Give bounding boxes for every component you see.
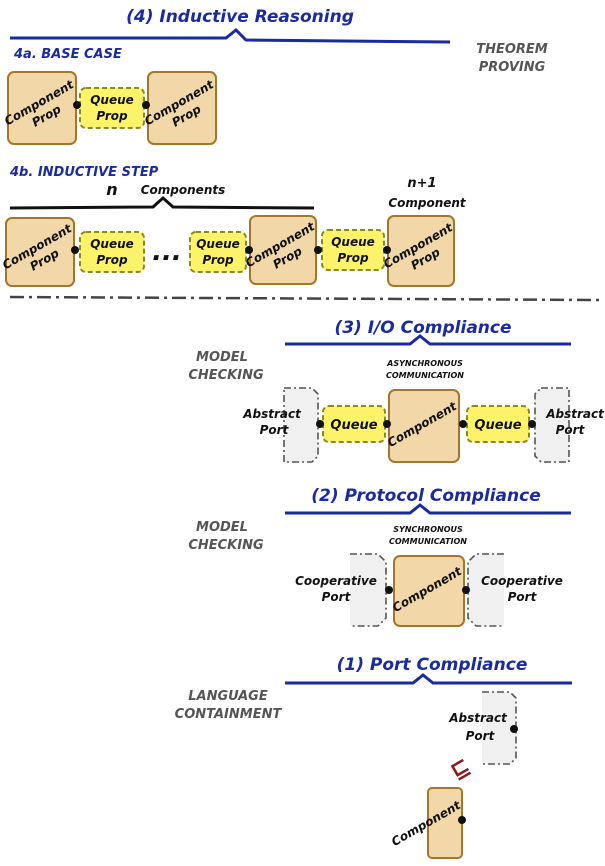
protocol-method-line1: MODEL [196, 520, 248, 535]
step-queue-2-label: Queue [196, 237, 240, 251]
base-component-1: Component Prop [2, 71, 77, 145]
step-connector-dot [71, 246, 79, 254]
io-port-right-label: Abstract [545, 407, 605, 421]
io-queue-right: Queue [466, 405, 530, 443]
step-queue-1-label: Queue [90, 237, 134, 251]
protocol-comm-line2: COMMUNICATION [389, 537, 467, 546]
step-queue-2-prop: Prop [202, 253, 234, 267]
io-port-right-port: Port [556, 423, 586, 437]
protocol-cooperative-port-left: Cooperative Port [295, 553, 387, 627]
io-connector-dot [459, 420, 467, 428]
io-port-left-label: Abstract [242, 407, 302, 421]
theorem-proving-line2: PROVING [479, 60, 546, 75]
step-ellipsis: ... [152, 237, 182, 267]
port-abstract-label: Abstract [448, 711, 508, 725]
step-component-1: Component Prop [0, 217, 75, 287]
base-connector-dot [142, 101, 150, 109]
protocol-port-right-port: Port [508, 590, 538, 604]
theorem-proving-line1: THEOREM [476, 42, 548, 57]
base-queue-prop: Prop [96, 109, 128, 123]
port-method-line1: LANGUAGE [188, 689, 268, 704]
io-connector-dot [383, 420, 391, 428]
io-connector-dot [528, 420, 536, 428]
protocol-component: Component [390, 555, 465, 627]
base-queue-label: Queue [90, 93, 134, 107]
inductive-title: (4) Inductive Reasoning [126, 7, 354, 27]
inductive-reasoning-section: (4) Inductive Reasoning THEOREM PROVING … [0, 7, 548, 287]
step-queue-1: Queue Prop [79, 231, 145, 273]
step-queue-2: Queue Prop [189, 231, 247, 273]
io-queue-left-label: Queue [330, 418, 377, 433]
port-method-line2: CONTAINMENT [175, 707, 283, 722]
io-brace [285, 334, 571, 346]
svg-text:⊑: ⊑ [447, 754, 475, 785]
protocol-port-left-port: Port [322, 590, 352, 604]
step-queue-3-prop: Prop [337, 251, 369, 265]
step-connector-dot [383, 246, 391, 254]
step-component-2: Component Prop [243, 215, 318, 285]
port-connector-dot [510, 725, 518, 733]
step-component-n1: Component Prop [381, 215, 456, 287]
refinement-relation-icon: ⊑ [447, 754, 475, 785]
n-components-label: Components [141, 183, 226, 197]
io-queue-right-label: Queue [474, 418, 521, 433]
protocol-brace [285, 503, 571, 515]
protocol-title: (2) Protocol Compliance [311, 486, 540, 506]
io-compliance-section: (3) I/O Compliance MODEL CHECKING ASYNCH… [188, 318, 605, 463]
protocol-connector-dot [462, 586, 470, 594]
protocol-comm-line1: SYNCHRONOUS [393, 525, 463, 534]
io-port-left-port: Port [260, 423, 290, 437]
io-comm-line1: ASYNCHRONOUS [386, 359, 463, 368]
step-connector-dot [245, 246, 253, 254]
port-component-dot [458, 816, 466, 824]
base-component-2: Component Prop [142, 71, 217, 145]
io-method-line1: MODEL [196, 350, 248, 365]
port-compliance-section: (1) Port Compliance LANGUAGE CONTAINMENT… [175, 655, 572, 859]
port-title: (1) Port Compliance [337, 655, 528, 675]
base-queue: Queue Prop [79, 87, 145, 129]
n1-label: n+1 [407, 176, 436, 191]
protocol-connector-dot [385, 586, 393, 594]
protocol-method-line2: CHECKING [188, 538, 264, 553]
protocol-port-left-label: Cooperative [295, 574, 377, 588]
io-title: (3) I/O Compliance [334, 318, 511, 338]
io-method-line2: CHECKING [188, 368, 264, 383]
n1-component-label: Component [388, 196, 467, 210]
step-queue-1-prop: Prop [96, 253, 128, 267]
inductive-step-label: 4b. INDUCTIVE STEP [9, 165, 159, 180]
n-components-brace [9, 195, 315, 210]
base-case-label: 4a. BASE CASE [13, 47, 122, 62]
port-component: Component [389, 787, 464, 859]
io-comm-line2: COMMUNICATION [386, 371, 464, 380]
step-queue-3-label: Queue [331, 235, 375, 249]
base-connector-dot [73, 101, 81, 109]
io-abstract-port-right: Abstract Port [534, 387, 605, 463]
protocol-compliance-section: (2) Protocol Compliance MODEL CHECKING S… [188, 486, 571, 627]
step-queue-3: Queue Prop [321, 229, 385, 271]
io-component: Component [385, 389, 460, 463]
io-connector-dot [316, 420, 324, 428]
port-abstract-port: Abstract Port [448, 691, 517, 765]
n-label: n [106, 180, 117, 199]
step-connector-dot [314, 246, 322, 254]
section-separator [9, 295, 601, 302]
port-abstract-port-label: Port [466, 729, 496, 743]
port-brace [285, 673, 572, 685]
protocol-port-right-label: Cooperative [481, 574, 563, 588]
io-queue-left: Queue [322, 405, 386, 443]
io-abstract-port-left: Abstract Port [242, 387, 319, 463]
protocol-cooperative-port-right: Cooperative Port [467, 553, 563, 627]
inductive-brace [10, 27, 451, 44]
